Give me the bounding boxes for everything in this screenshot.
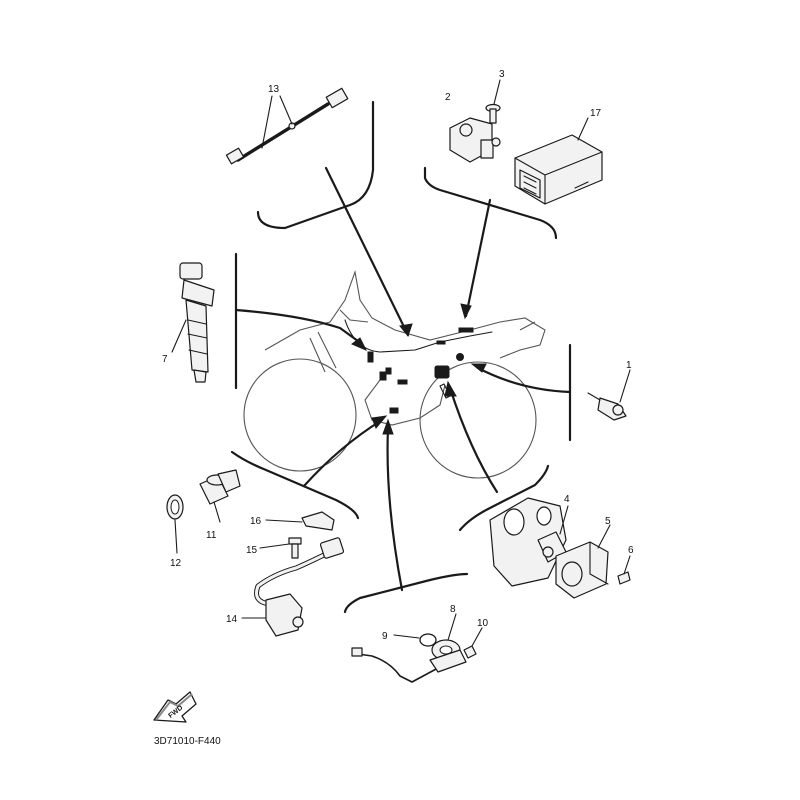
callout-6: 6 <box>628 545 634 556</box>
part-12-gasket <box>166 494 184 554</box>
motorcycle-outline <box>243 269 546 479</box>
callout-labels: 13 2 3 17 7 1 4 5 6 16 15 11 12 14 8 9 1… <box>162 69 634 642</box>
callout-13: 13 <box>268 84 280 95</box>
callout-12: 12 <box>170 558 182 569</box>
part-8-sensor <box>351 613 467 683</box>
callout-14: 14 <box>226 614 238 625</box>
part-7-ignition-coil <box>171 262 215 383</box>
callout-16: 16 <box>250 516 262 527</box>
part-17-cdi-unit <box>514 117 603 205</box>
harness-marks <box>344 319 493 414</box>
callout-5: 5 <box>605 516 611 527</box>
callout-1: 1 <box>626 360 632 371</box>
part-15-bolt <box>259 537 302 559</box>
callout-10: 10 <box>477 618 489 629</box>
diagram-code: 3D71010-F440 <box>154 736 221 747</box>
callout-9: 9 <box>382 631 388 642</box>
group-brackets <box>230 100 572 614</box>
part-13-lead-wire <box>225 87 349 165</box>
callout-15: 15 <box>246 545 258 556</box>
part-16-clamp <box>265 511 335 531</box>
callout-11: 11 <box>206 530 217 541</box>
part-11-sensor <box>199 469 241 523</box>
callout-4: 4 <box>564 494 570 505</box>
callout-8: 8 <box>450 604 456 615</box>
rear-wheel <box>419 361 537 479</box>
callout-2: 2 <box>445 92 451 103</box>
part-10-bolt <box>463 627 483 659</box>
part-2-sensor <box>449 117 501 163</box>
part-9-o-ring <box>393 633 437 647</box>
callout-3: 3 <box>499 69 505 80</box>
part-3-screw <box>485 79 501 124</box>
leader-lines <box>234 166 572 592</box>
part-5-tps-cover <box>555 524 611 599</box>
part-1-sensor <box>587 369 631 421</box>
front-wheel <box>243 358 357 472</box>
part-4-throttle-body <box>489 497 569 587</box>
part-14-crank-sensor <box>241 537 345 637</box>
callout-17: 17 <box>590 108 602 119</box>
fwd-arrow-icon: FWD <box>153 691 197 723</box>
callout-7: 7 <box>162 354 168 365</box>
part-6-screw <box>617 555 631 585</box>
